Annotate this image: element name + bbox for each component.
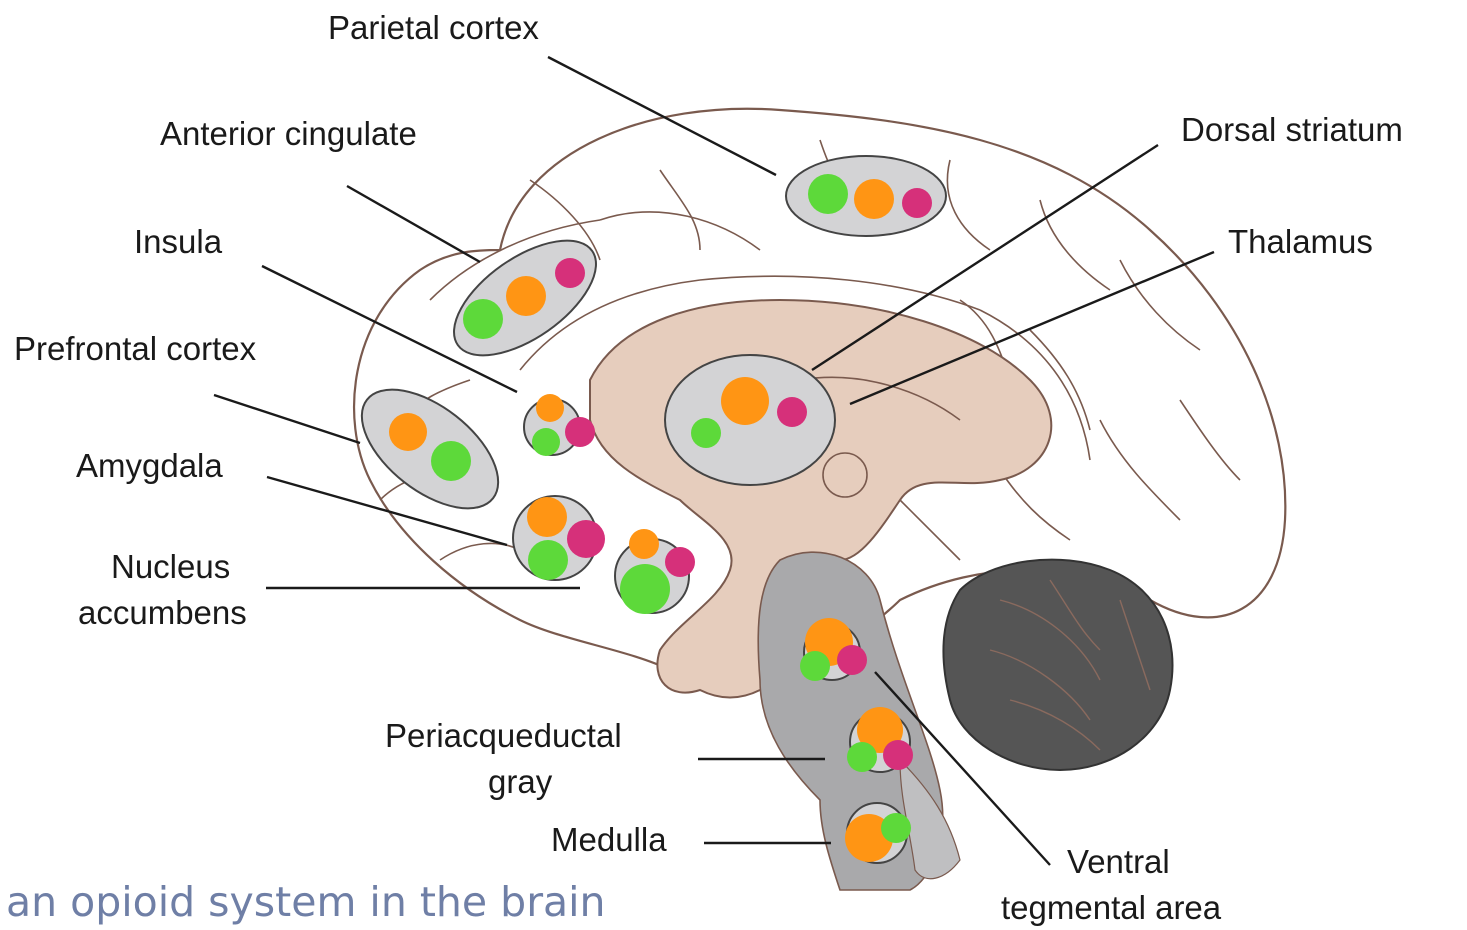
pag-green-dot: [847, 742, 877, 772]
cingulate-green-dot: [463, 299, 503, 339]
label-vta-line1: Ventral: [1067, 843, 1170, 880]
medulla-green-dot: [881, 813, 911, 843]
label-nucleus-accumbens-line1: Nucleus: [111, 548, 230, 585]
accumbens-green-dot: [620, 564, 670, 614]
cingulate-leader: [347, 186, 480, 262]
label-dorsal-striatum: Dorsal striatum: [1181, 111, 1403, 148]
striatum-orange-dot: [721, 377, 769, 425]
striatum-green-dot: [691, 418, 721, 448]
label-periaqueductal-gray-line1: Periacqueductal: [385, 717, 622, 754]
insula-magenta-dot: [565, 417, 595, 447]
label-anterior-cingulate: Anterior cingulate: [160, 115, 417, 152]
striatum-magenta-dot: [777, 397, 807, 427]
insula-green-dot: [532, 428, 560, 456]
accumbens-magenta-dot: [665, 547, 695, 577]
parietal-green-dot: [808, 174, 848, 214]
vta-green-dot: [800, 651, 830, 681]
label-nucleus-accumbens-line2: accumbens: [78, 594, 247, 631]
label-prefrontal-cortex: Prefrontal cortex: [14, 330, 257, 367]
cerebellum: [943, 560, 1172, 770]
label-vta-line2: tegmental area: [1001, 889, 1222, 926]
accumbens-orange-dot: [629, 529, 659, 559]
prefrontal-leader: [214, 395, 360, 443]
vta-magenta-dot: [837, 645, 867, 675]
label-periaqueductal-gray-line2: gray: [488, 763, 553, 800]
amygdala-green-dot: [528, 540, 568, 580]
midbrain-nucleus: [823, 453, 867, 497]
parietal-magenta-dot: [902, 188, 932, 218]
caption: an opioid system in the brain: [6, 878, 606, 926]
label-insula: Insula: [134, 223, 223, 260]
amygdala-orange-dot: [527, 497, 567, 537]
insula-orange-dot: [536, 394, 564, 422]
cingulate-orange-dot: [506, 276, 546, 316]
label-parietal-cortex: Parietal cortex: [328, 9, 539, 46]
amygdala-magenta-dot: [567, 520, 605, 558]
cingulate-magenta-dot: [555, 258, 585, 288]
label-medulla: Medulla: [551, 821, 667, 858]
parietal-orange-dot: [854, 179, 894, 219]
label-amygdala: Amygdala: [76, 447, 223, 484]
prefrontal-green-dot: [431, 441, 471, 481]
pag-magenta-dot: [883, 740, 913, 770]
prefrontal-orange-dot: [389, 413, 427, 451]
label-thalamus: Thalamus: [1228, 223, 1373, 260]
